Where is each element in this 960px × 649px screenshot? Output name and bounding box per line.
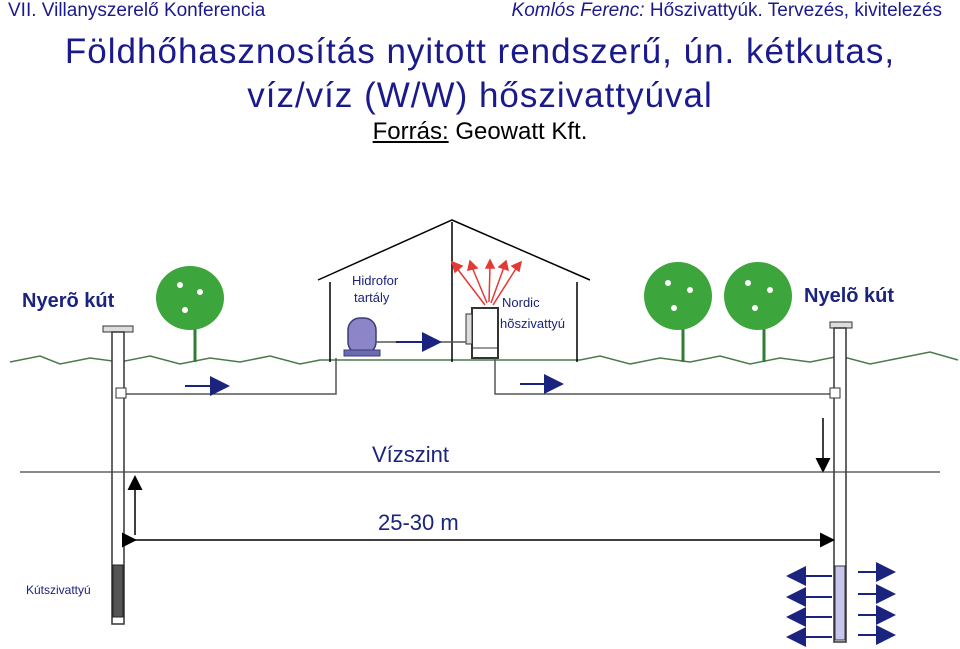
tree-icon (644, 262, 712, 362)
supply-well (102, 325, 134, 625)
heat-pump-unit (465, 307, 499, 359)
heatpump-label-2: hõszivattyú (500, 316, 565, 331)
house (317, 219, 591, 362)
source-line: Forrás: Geowatt Kft. (0, 118, 960, 146)
tree-icon (156, 266, 224, 362)
well-pump-label: Kútszivattyú (26, 583, 91, 597)
infiltration-arrows (786, 562, 896, 647)
distance-label: 25-30 m (378, 510, 459, 535)
source-value: Geowatt Kft. (455, 118, 588, 145)
talk-title: Hőszivattyúk. Tervezés, kivitelezés (649, 0, 942, 21)
slide-title-line2: víz/víz (W/W) hőszivattyúval (247, 76, 713, 115)
heat-output-arrows (450, 258, 523, 306)
hydrophore-tank (343, 317, 381, 357)
heatpump-label-1: Nordic (502, 295, 540, 310)
return-well (829, 321, 853, 643)
slide-title-line1: Földhőhasznosítás nyitott rendszerű, ún.… (64, 32, 896, 71)
hydrophore-label-1: Hidrofor (352, 273, 399, 288)
supply-well-label: Nyerõ kút (22, 290, 115, 312)
hydrophore-label-2: tartály (354, 290, 390, 305)
return-well-label: Nyelõ kút (804, 285, 894, 307)
source-label: Forrás: (372, 118, 449, 145)
underground-pipe (126, 358, 832, 395)
water-level-label: Vízszint (372, 442, 449, 467)
author-name: Komlós Ferenc: (511, 0, 645, 21)
talk-header: Komlós Ferenc: Hőszivattyúk. Tervezés, k… (512, 0, 942, 22)
tree-icon (724, 262, 792, 362)
conference-header: VII. Villanyszerelő Konferencia (8, 0, 266, 21)
